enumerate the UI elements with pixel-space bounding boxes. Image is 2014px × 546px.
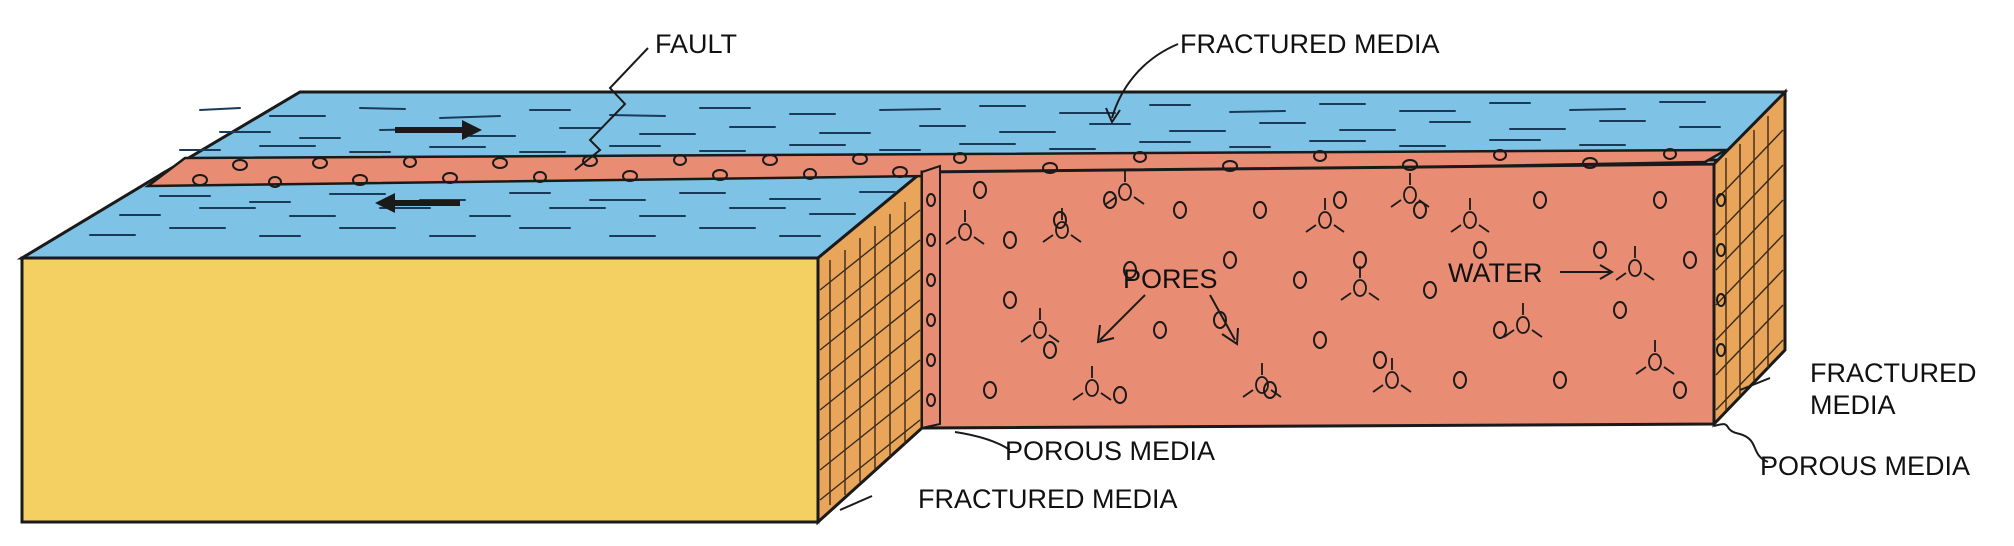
fault-band-pores [192, 148, 1677, 188]
fractured-media-right-tick [1739, 377, 1771, 391]
fault-motion-arrows [375, 120, 482, 213]
pores-leader-2 [1209, 294, 1236, 341]
label-water: WATER [1448, 258, 1543, 288]
water-flow-pores [945, 170, 1675, 401]
left-block-front-face [20, 256, 820, 524]
label-fractured-media-bottom: FRACTURED MEDIA [918, 484, 1178, 514]
porous-media-right-leader [1713, 423, 1769, 463]
water-surface-dashes [89, 101, 1721, 237]
label-fractured-media-top: FRACTURED MEDIA [1180, 29, 1440, 59]
fractured-media-bottom-tick [839, 495, 873, 511]
label-porous-media-right: POROUS MEDIA [1760, 451, 1970, 481]
label-fractured-media-right-line2: MEDIA [1810, 390, 1896, 420]
label-pores: PORES [1123, 264, 1218, 294]
leader-lines [574, 43, 1771, 511]
label-porous-media-center: POROUS MEDIA [1005, 436, 1215, 466]
fractured-media-top-leader [1111, 43, 1179, 119]
porous-media-front-face [920, 162, 1716, 430]
pores-leader-1 [1099, 294, 1146, 341]
label-fractured-media-right-line1: FRACTURED [1810, 358, 1977, 388]
fracture-hatching-right [1715, 116, 1784, 411]
right-block-fractured-end [1712, 88, 1787, 428]
label-fault: FAULT [655, 29, 737, 59]
porous-media-center-leader [954, 431, 1011, 451]
fracture-hatching-left [819, 202, 921, 505]
porous-face-pores [926, 181, 1726, 407]
fault-leader [574, 47, 649, 171]
